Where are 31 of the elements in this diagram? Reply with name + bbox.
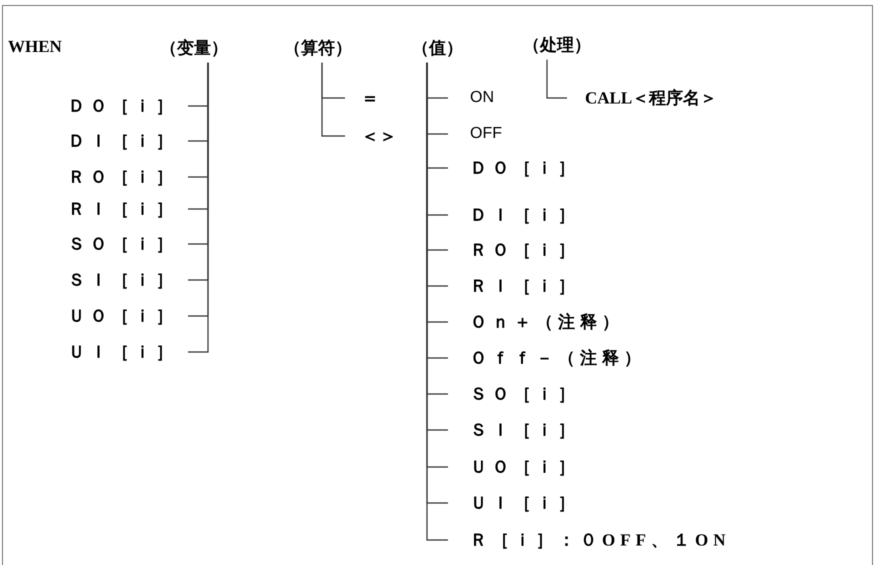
- syntax-option: ＲＩ［ｉ］: [448, 275, 580, 297]
- syntax-option: OFF: [448, 124, 502, 144]
- syntax-option: ＳＯ［ｉ］: [448, 383, 580, 405]
- operator-option: ＝: [345, 86, 379, 110]
- column-heading: （变量）: [160, 37, 228, 59]
- syntax-option: Ｏｎ＋（注释）: [448, 311, 624, 333]
- syntax-option: ＵＩ［ｉ］: [448, 492, 580, 514]
- operator-option: ＜＞: [345, 124, 397, 148]
- syntax-option: ＤＩ［ｉ］: [448, 204, 580, 226]
- syntax-option: Ｒ［ｉ］：０OFF、１ON: [448, 529, 730, 551]
- column-heading: （值）: [412, 37, 463, 59]
- column-heading: （算符）: [284, 37, 352, 59]
- syntax-option: ＳＩ［ｉ］: [448, 419, 580, 441]
- syntax-option: ＲＩ［ｉ］: [46, 198, 188, 220]
- syntax-option: ON: [448, 88, 494, 108]
- syntax-option: ＤＩ［ｉ］: [46, 130, 188, 152]
- syntax-option: ＤＯ［ｉ］: [46, 95, 188, 117]
- syntax-option: ＳＯ［ｉ］: [46, 233, 188, 255]
- tree-connector: [546, 60, 567, 99]
- syntax-option: ＲＯ［ｉ］: [46, 166, 188, 188]
- syntax-option: ＤＯ［ｉ］: [448, 157, 580, 179]
- column-heading: （处理）: [523, 34, 591, 56]
- syntax-option: Ｏｆｆ－（注释）: [448, 347, 646, 369]
- keyword-label: WHEN: [8, 38, 62, 55]
- syntax-option: ＵＯ［ｉ］: [448, 456, 580, 478]
- syntax-option: ＵＯ［ｉ］: [46, 305, 188, 327]
- syntax-option: CALL＜程序名＞: [567, 87, 718, 109]
- syntax-option: ＳＩ［ｉ］: [46, 269, 188, 291]
- syntax-option: ＵＩ［ｉ］: [46, 341, 188, 363]
- tree-connector: [321, 62, 345, 137]
- syntax-option: ＲＯ［ｉ］: [448, 239, 580, 261]
